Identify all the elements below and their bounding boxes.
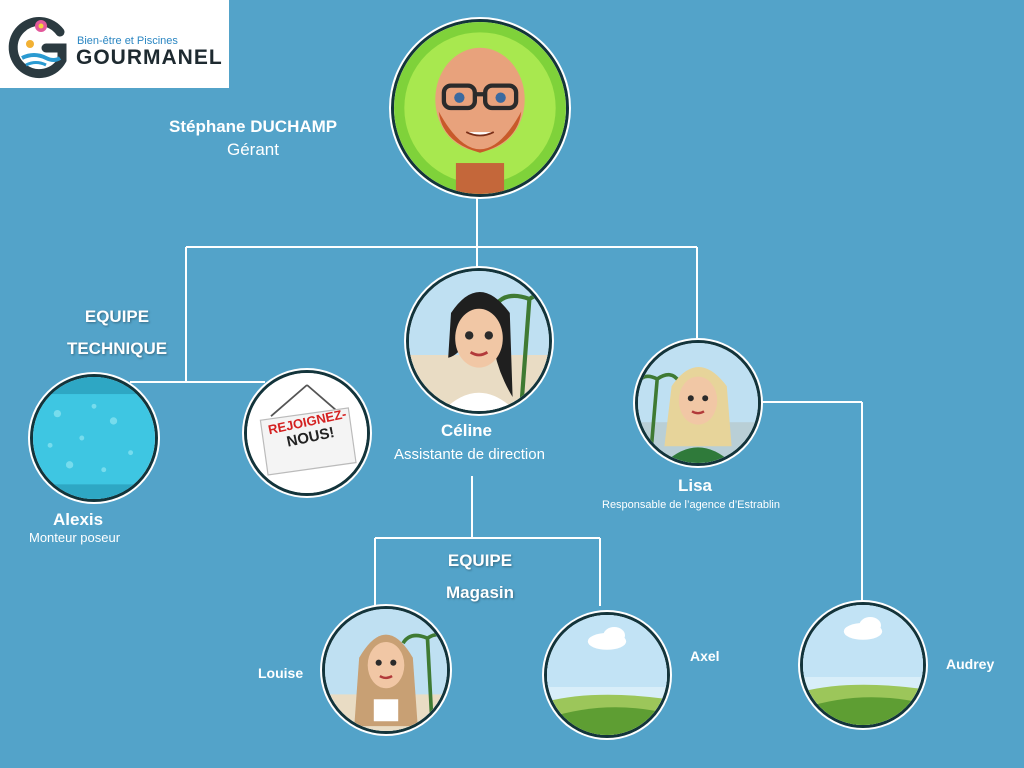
company-logo: Bien-être et Piscines GOURMANEL	[0, 0, 229, 88]
team-magasin-line2: Magasin	[445, 583, 515, 602]
manager-name: Stéphane DUCHAMP	[169, 117, 338, 136]
team-technique-line2: TECHNIQUE	[66, 339, 168, 358]
assistant-name: Céline	[441, 421, 493, 440]
avatar-shop-staff-2	[544, 612, 670, 738]
avatar-assistant	[406, 268, 552, 414]
shop-staff-2-name: Axel	[690, 648, 720, 664]
team-magasin-label: EQUIPE Magasin	[430, 551, 530, 603]
avatar-agency-staff	[800, 602, 926, 728]
agency-manager-role: Responsable de l’agence d’Estrablin	[602, 499, 780, 511]
team-technique-label: EQUIPE TECHNIQUE	[60, 307, 174, 359]
fitter-role: Monteur poseur	[29, 530, 121, 545]
avatar-fitter	[30, 374, 158, 502]
avatar-hiring-sign	[244, 370, 370, 496]
team-magasin-line1: EQUIPE	[447, 551, 513, 570]
logo-g-icon	[8, 17, 67, 79]
logo-name: GOURMANEL	[76, 46, 223, 69]
assistant-role: Assistante de direction	[394, 446, 545, 463]
landscape-placeholder-icon	[547, 615, 667, 735]
manager-role: Gérant	[227, 140, 279, 159]
fitter-name: Alexis	[53, 510, 104, 529]
avatar-shop-staff-1	[322, 606, 450, 734]
landscape-placeholder-icon	[803, 605, 923, 725]
team-technique-line1: EQUIPE	[84, 307, 150, 326]
avatar-manager	[391, 19, 569, 197]
logo-tagline: Bien-être et Piscines	[77, 35, 178, 47]
agency-manager-name: Lisa	[678, 476, 713, 495]
shop-staff-1-name: Louise	[258, 665, 304, 681]
avatar-agency-manager	[635, 340, 761, 466]
agency-staff-name: Audrey	[946, 656, 995, 672]
